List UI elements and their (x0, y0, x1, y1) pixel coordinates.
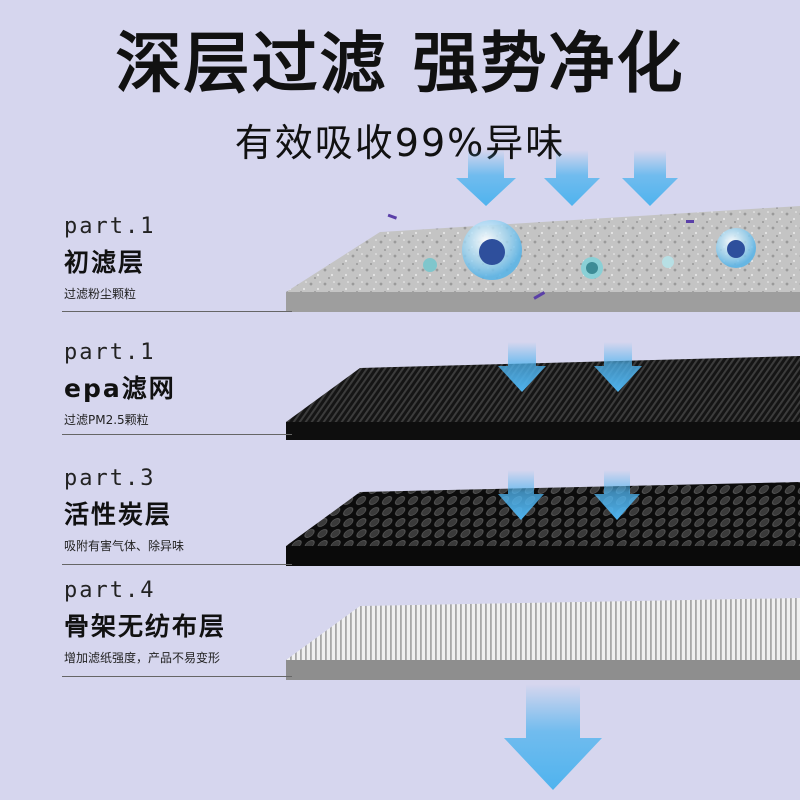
layer-name: 初滤层 (64, 248, 146, 277)
layer-label-2: part.1 epa滤网 过滤PM2.5颗粒 (64, 340, 176, 428)
layer-part: part.3 (64, 466, 156, 491)
arrow-icon (456, 150, 516, 206)
epa-layer-image (286, 356, 800, 440)
arrow-icon (498, 470, 544, 520)
arrow-icon (544, 150, 600, 206)
layer-label-4: part.4 骨架无纺布层 增加滤纸强度，产品不易变形 (64, 578, 226, 666)
arrow-icon (594, 342, 642, 392)
layer-name: 骨架无纺布层 (64, 612, 227, 641)
arrow-icon (622, 150, 678, 206)
layer-desc: 过滤PM2.5颗粒 (64, 413, 149, 427)
pre-filter-layer-image (286, 206, 800, 312)
nonwoven-layer-image (286, 598, 800, 680)
divider (62, 564, 292, 565)
layer-desc: 增加滤纸强度，产品不易变形 (64, 651, 221, 665)
layer-label-1: part.1 初滤层 过滤粉尘颗粒 (64, 214, 155, 302)
layer-part: part.4 (64, 578, 156, 603)
arrow-icon (594, 470, 640, 520)
subtitle: 有效吸收99%异味 (234, 121, 566, 165)
layer-desc: 过滤粉尘颗粒 (64, 287, 137, 301)
layer-name: 活性炭层 (64, 500, 173, 529)
layer-desc: 吸附有害气体、除异味 (64, 539, 185, 553)
arrow-icon (498, 342, 546, 392)
layer-name: epa滤网 (64, 374, 176, 403)
divider (62, 311, 292, 312)
divider (62, 676, 292, 677)
layer-label-3: part.3 活性炭层 吸附有害气体、除异味 (64, 466, 184, 554)
layer-part: part.1 (64, 340, 156, 365)
carbon-layer-image (286, 482, 800, 566)
divider (62, 434, 292, 435)
arrow-icon (504, 684, 602, 790)
layer-part: part.1 (64, 214, 156, 239)
main-title: 深层过滤 强势净化 (115, 25, 685, 102)
